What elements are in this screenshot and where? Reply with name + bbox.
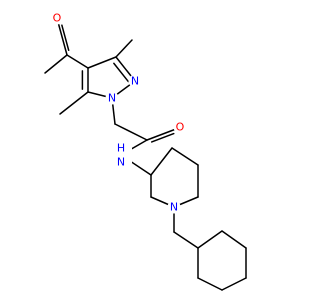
methylene-carbonyl-bond [114,123,148,141]
cyclohexane-c4-c5-bond [221,277,247,291]
cyclohexane-c1-c2-bond [197,230,223,249]
acetyl-carbonyl-bond [57,21,68,56]
pyrazole-c4-c3-bond [87,56,117,69]
amide-carbonyl-bond [146,128,177,141]
piperidine-c4-c3-bond [150,147,173,176]
amide-oxygen-label: O [176,121,185,134]
ketone-oxygen-atom: O [50,11,64,25]
acetyl-carbonyl-bond-second-line [61,24,70,52]
piperidine-c5-c4-bond [171,147,199,166]
piperidine-nitrogen-atom: N [167,200,181,214]
pyrazole-n2-label: N [131,75,139,88]
piperidine-nitrogen-label: N [170,201,178,214]
atom-label-layer: O N N O H N N [50,11,187,214]
amide-oxygen-atom: O [173,120,187,134]
pyrazole-n1-label: N [108,92,116,105]
amide-nitrogen-label: N [117,156,125,169]
chemical-structure-diagram: O N N O H N N [44,11,247,291]
cyclohexane-c5-c6-bond [197,277,223,291]
pyrazole-n1-atom: N [105,91,119,105]
acetyl-ring-bond [66,54,89,69]
methylene-cyclohexyl-bond [173,231,199,249]
pyrazole-n2-atom: N [128,74,142,88]
c5-methyl-bond [59,91,89,115]
amide-nitrogen-atom: H N [111,142,132,169]
amide-carbonyl-bond-second-line [150,132,175,143]
ketone-oxygen-label: O [53,12,62,25]
cyclohexane-c2-c3-bond [221,230,247,249]
bond-layer [44,21,247,291]
c3-methyl-bond [115,39,133,58]
amide-nitrogen-h-label: H [117,142,125,155]
acetyl-methyl-bond [44,54,68,74]
pyrazole-c3-n2-bond-second-line [113,62,130,83]
